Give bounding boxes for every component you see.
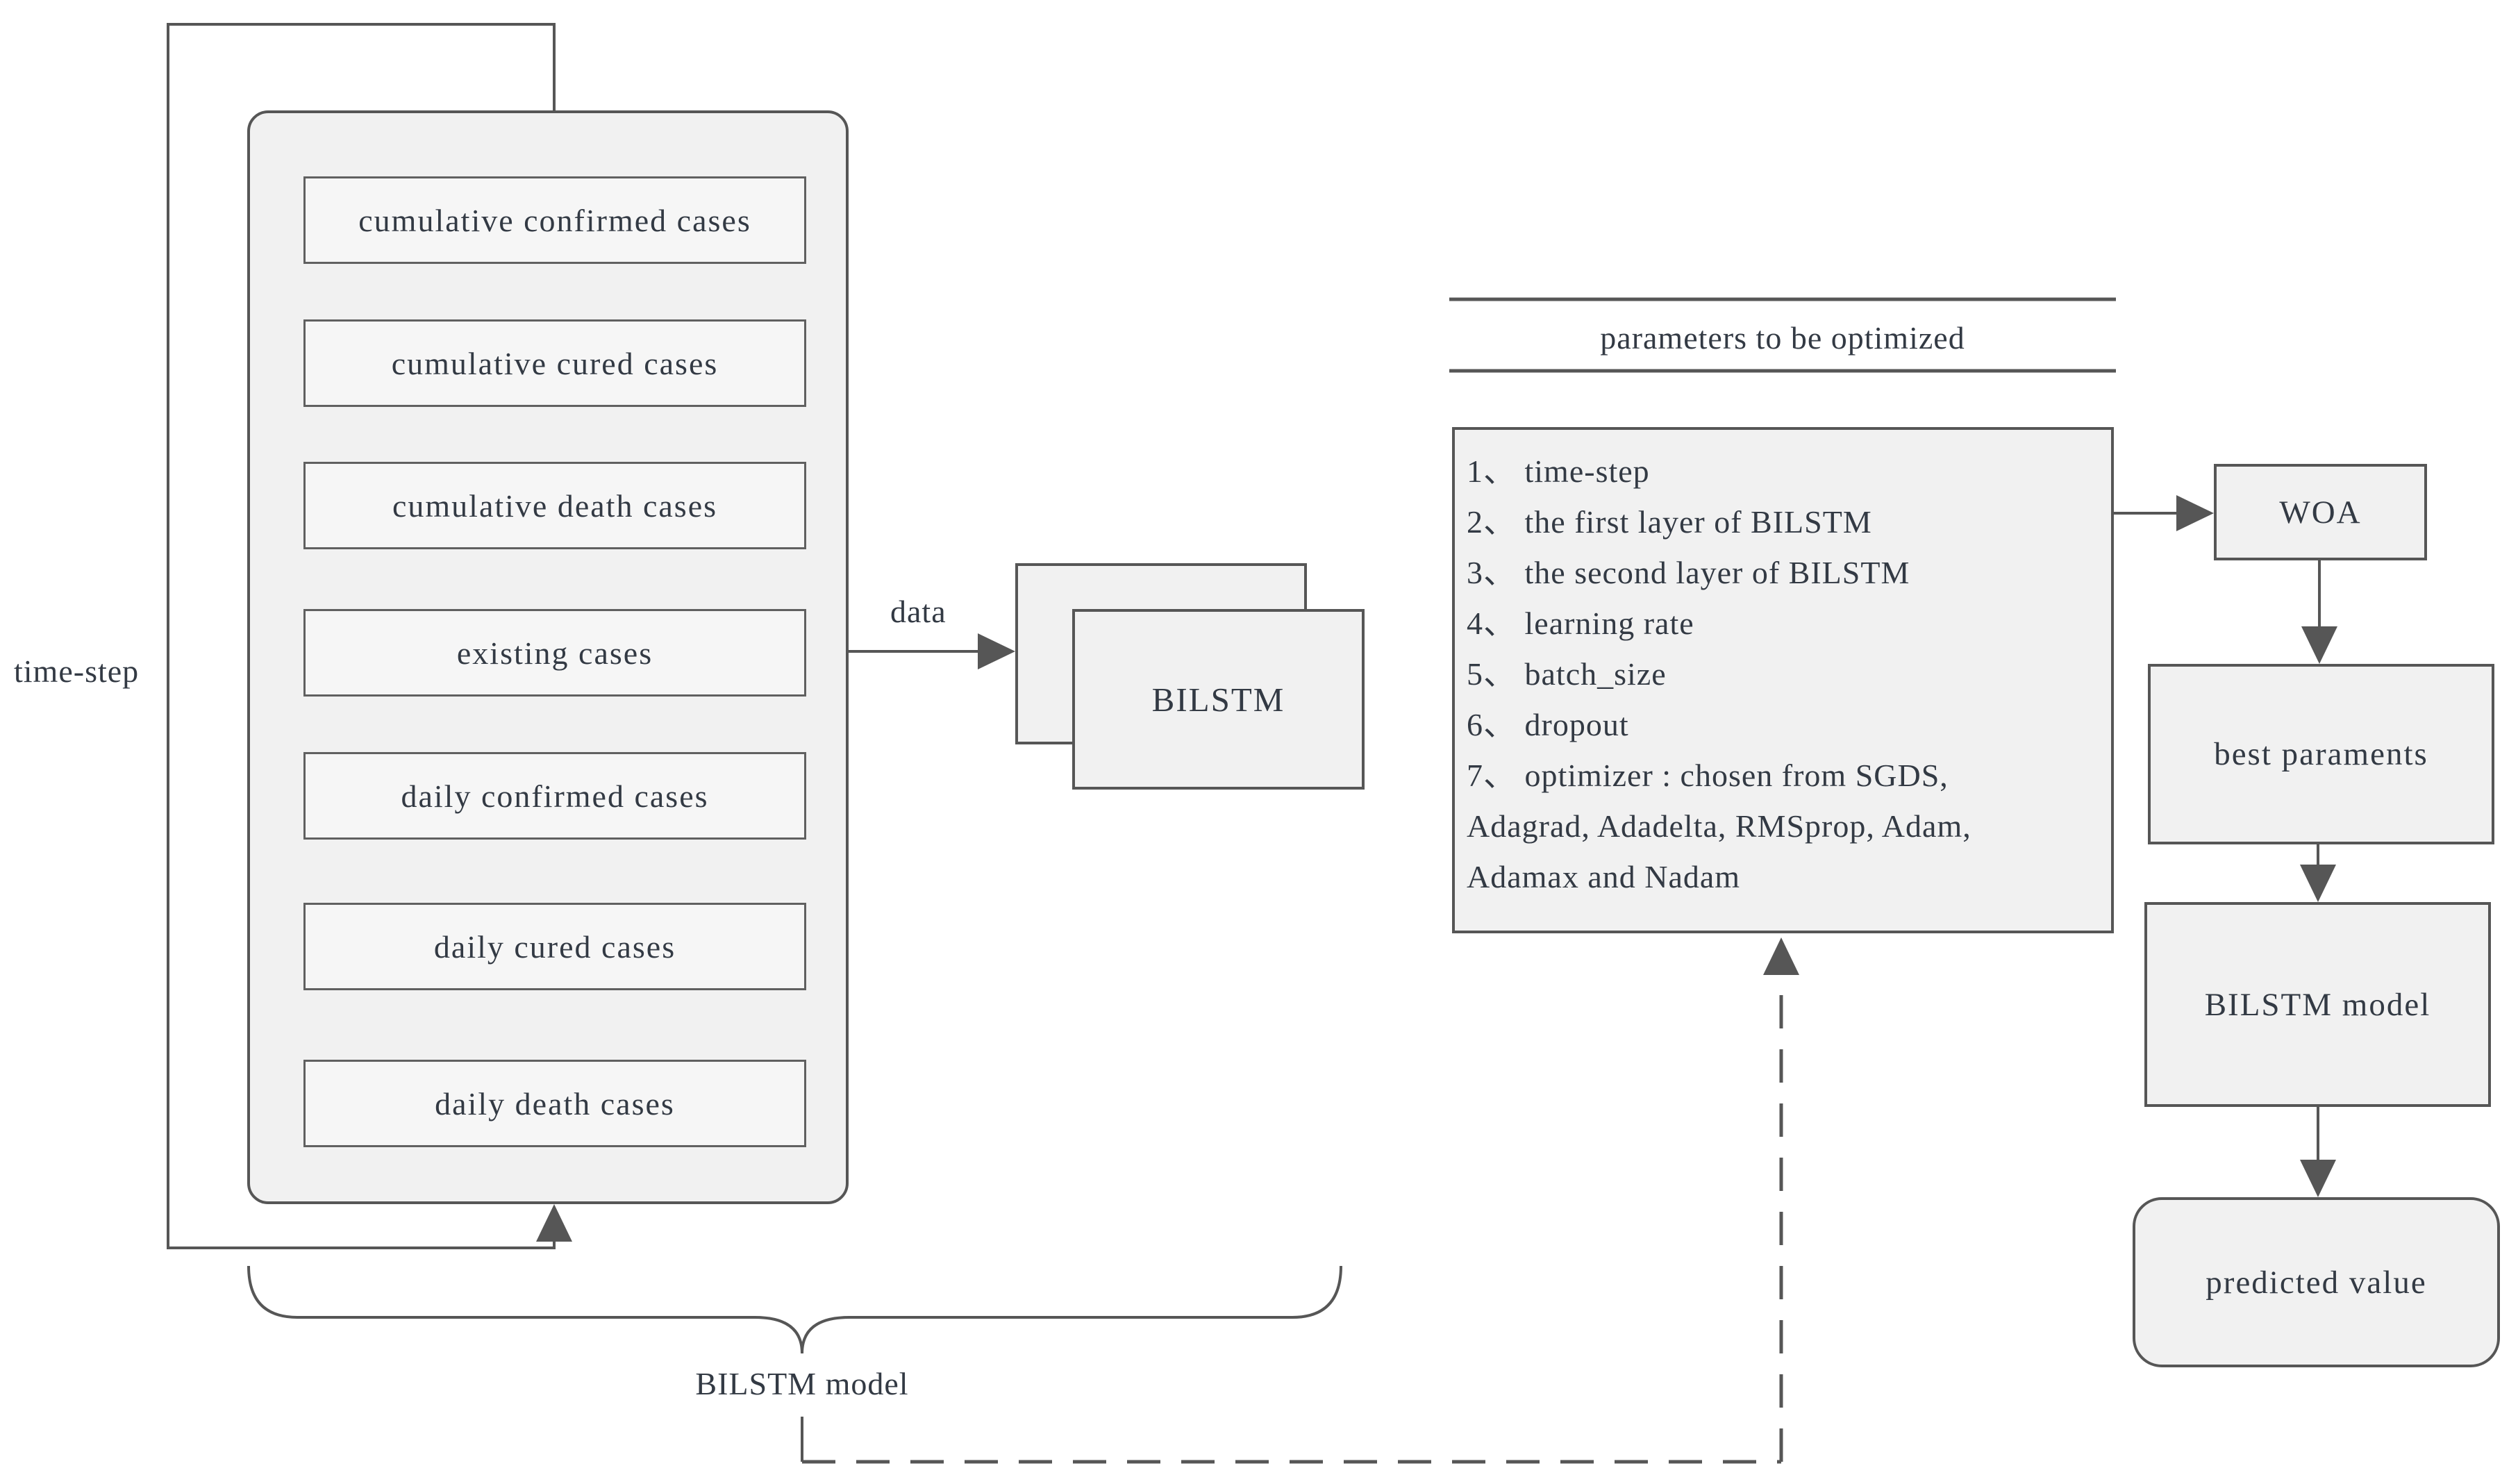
params-to-woa-arrowhead [2176,495,2214,531]
input-box-cumulative-death: cumulative death cases [303,462,806,549]
parameter-item: 5、 batch_size [1467,656,1667,692]
parameter-item: 4、 learning rate [1467,606,1694,641]
parameter-item: 6、 dropout [1467,707,1629,742]
input-box-existing-cases: existing cases [303,609,806,697]
woa-to-best-arrowhead [2301,626,2337,664]
parameter-item-continuation: Adamax and Nadam [1467,859,1741,894]
input-box-cumulative-confirmed: cumulative confirmed cases [303,176,806,264]
best-paraments-box: best paraments [2148,664,2494,844]
input-box-daily-death: daily death cases [303,1060,806,1147]
model-to-pred-arrowhead [2300,1160,2336,1197]
input-box-cumulative-cured: cumulative cured cases [303,319,806,407]
data-arrowhead [978,633,1015,669]
best-to-model-arrowhead [2300,865,2336,902]
input-box-daily-confirmed: daily confirmed cases [303,752,806,840]
bilstm-stack-front-box: BILSTM [1072,609,1365,790]
parameter-item-continuation: Adagrad, Adadelta, RMSprop, Adam, [1467,808,1971,844]
parameter-item: 7、 optimizer : chosen from SGDS, [1467,758,1949,793]
data-label: data [890,594,947,629]
parameter-item: 2、 the first layer of BILSTM [1467,504,1872,540]
dashed-path-arrowhead [1763,937,1799,975]
bilstm-model-box: BILSTM model [2144,902,2491,1107]
loop-arrowhead-up [536,1204,572,1242]
bilstm-model-brace [247,1265,1342,1354]
parameter-item: 1、 time-step [1467,453,1650,489]
predicted-value-box: predicted value [2133,1197,2500,1367]
parameters-header: parameters to be optimized [1600,320,1965,356]
woa-box: WOA [2214,464,2427,560]
input-box-daily-cured: daily cured cases [303,903,806,990]
brace-label-bilstm-model: BILSTM model [695,1366,909,1401]
time-step-label: time-step [14,653,140,689]
parameters-list: 1、 time-step 2、 the first layer of BILST… [1467,446,2102,902]
parameters-box [1452,427,2114,933]
parameter-item: 3、 the second layer of BILSTM [1467,555,1910,590]
